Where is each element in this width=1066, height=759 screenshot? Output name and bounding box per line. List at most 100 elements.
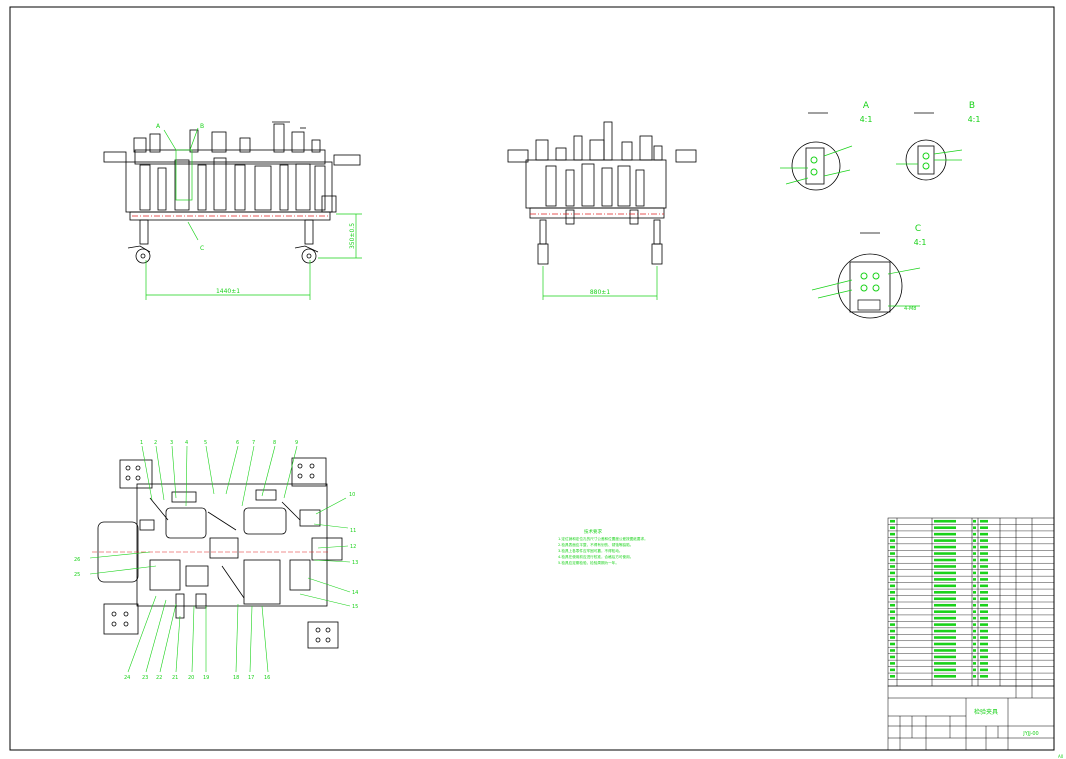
bom-cell-text (890, 610, 895, 613)
bom-cell-text (973, 526, 976, 529)
bom-cell-text (890, 565, 895, 568)
tech-note-line-1: 1.定位销和定位孔的尺寸公差和位置度公差按图纸要求。 (558, 536, 648, 541)
detail-a (780, 112, 853, 191)
bom-cell-text (890, 668, 895, 672)
bom-cell-text (934, 591, 956, 594)
detail-b-letter: B (969, 101, 975, 111)
bom-cell-text (980, 519, 988, 523)
bom-cell-text (934, 584, 956, 588)
bom-cell-text (934, 539, 956, 542)
bom-cell-text (934, 649, 956, 652)
balloon-7: 7 (252, 440, 255, 446)
balloon-10: 10 (349, 492, 355, 498)
bom-cell-text (934, 526, 956, 529)
bom-cell-text (890, 649, 895, 652)
bom-cell-text (934, 623, 956, 626)
bom-cell-text (973, 616, 976, 620)
bom-cell-text (890, 636, 895, 639)
bom-cell-text (973, 552, 976, 555)
balloon-2: 2 (154, 440, 157, 446)
balloons-left: 26 25 (74, 557, 80, 578)
bom-cell-text (973, 610, 976, 613)
bom-cell-text (980, 642, 988, 646)
balloons-bottom: 24 23 22 21 20 19 18 17 16 (124, 675, 270, 681)
tech-note-line-3: 3.检具上各零件应牢固可靠，不得松动。 (558, 548, 623, 553)
bom-cell-text (934, 532, 956, 536)
bom-cell-text (890, 629, 895, 633)
bom-cell-text (973, 662, 976, 665)
bom-cell-text (980, 571, 988, 575)
tech-notes-title: 技术要求 (584, 528, 602, 535)
bom-cell-text (973, 597, 976, 601)
detail-c-note: 4-M8 (904, 306, 916, 312)
bom-rows (888, 519, 1054, 680)
technical-notes: 技术要求 1.定位销和定位孔的尺寸公差和位置度公差按图纸要求。 2.检具表面应平… (558, 528, 648, 565)
bom-cell-text (934, 655, 956, 659)
front-view-annotations (132, 127, 362, 300)
side-view-annotations (530, 213, 664, 300)
bom-cell-text (980, 578, 988, 581)
balloon-14: 14 (352, 590, 358, 596)
drawing-number: JYJJ-00 (1022, 731, 1038, 737)
balloon-9: 9 (295, 440, 298, 446)
front-dim-height: 350±0.5 (349, 223, 356, 249)
bom-cell-text (980, 558, 988, 562)
bom-cell-text (890, 603, 895, 607)
balloons-right: 10 11 12 13 14 15 (349, 492, 358, 610)
drawing-name: 检验夹具 (974, 708, 998, 716)
bom-cell-text (934, 610, 956, 613)
balloon-25: 25 (74, 572, 80, 578)
bom-cell-text (973, 649, 976, 652)
bom-cell-text (973, 675, 976, 678)
bom-cell-text (980, 552, 988, 555)
balloon-21: 21 (172, 675, 178, 681)
balloon-26: 26 (74, 557, 80, 563)
bom-cell-text (980, 565, 988, 568)
balloon-8: 8 (273, 440, 276, 446)
bom-cell-text (973, 532, 976, 536)
bom-cell-text (973, 629, 976, 633)
bom-cell-text (890, 558, 895, 562)
detail-a-letter: A (863, 101, 870, 111)
bom-cell-text (934, 668, 956, 672)
bom-cell-text (934, 552, 956, 555)
plan-view-annotations (89, 445, 351, 673)
bom-cell-text (980, 675, 988, 678)
bom-cell-text (980, 603, 988, 607)
sheet-corner-mark: A0 (1058, 754, 1064, 759)
bom-cell-text (934, 629, 956, 633)
bom-cell-text (890, 597, 895, 601)
bom-cell-text (980, 584, 988, 588)
balloon-1: 1 (140, 440, 143, 446)
bom-cell-text (980, 616, 988, 620)
bom-cell-text (934, 571, 956, 575)
bom-cell-text (973, 565, 976, 568)
sheet-border (9, 6, 1055, 751)
front-view (103, 121, 361, 264)
bom-cell-text (973, 571, 976, 575)
bom-cell-text (980, 526, 988, 529)
bom-cell-text (973, 558, 976, 562)
detail-c (811, 232, 921, 319)
bom-cell-text (890, 642, 895, 646)
balloon-13: 13 (352, 560, 358, 566)
bom-cell-text (973, 603, 976, 607)
bom-cell-text (934, 616, 956, 620)
bom-cell-text (973, 578, 976, 581)
bom-cell-text (980, 655, 988, 659)
bom-cell-text (973, 636, 976, 639)
bom-cell-text (980, 668, 988, 672)
bom-cell-text (934, 578, 956, 581)
bom-cell-text (973, 623, 976, 626)
bom-cell-text (980, 532, 988, 536)
bom-cell-text (934, 558, 956, 562)
bom-cell-text (934, 675, 956, 678)
detail-a-scale: 4:1 (860, 115, 873, 124)
balloon-3: 3 (170, 440, 173, 446)
bom-cell-text (890, 616, 895, 620)
balloon-16: 16 (264, 675, 270, 681)
bom-cell-text (980, 597, 988, 601)
tech-note-line-5: 5.检具应定期检验，检验周期为一年。 (558, 560, 619, 565)
balloon-5: 5 (204, 440, 207, 446)
